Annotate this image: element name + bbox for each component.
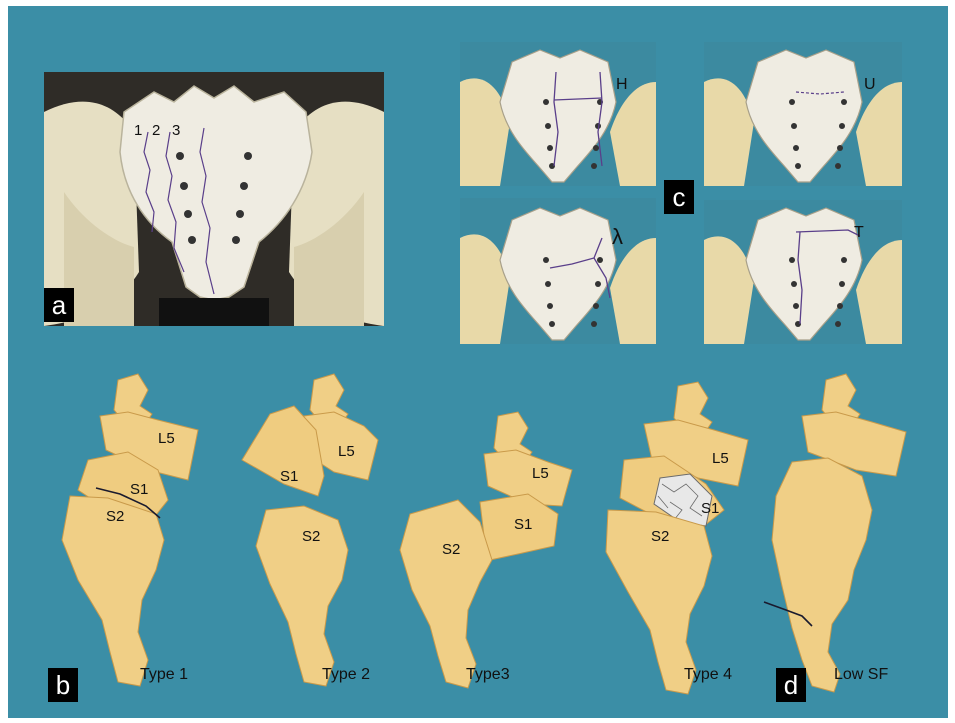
panel-c-photo-u: U <box>704 42 902 186</box>
panel-label-b: b <box>48 668 78 702</box>
sacrum-model-type-4 <box>594 380 754 700</box>
bone-label-s2-type1: S2 <box>106 508 124 525</box>
sacrum-model-type-1 <box>48 370 208 700</box>
pattern-letter-t: T <box>854 224 864 242</box>
zone-number-3: 3 <box>172 122 180 139</box>
bone-label-l5-type3: L5 <box>532 465 549 482</box>
bone-label-s1-type4: S1 <box>701 500 719 517</box>
bone-label-s1-type3: S1 <box>514 516 532 533</box>
type-label-1: Type 1 <box>140 666 188 684</box>
bone-label-s2-type3: S2 <box>442 541 460 558</box>
type-label-3: Type3 <box>466 666 510 684</box>
pattern-letter-u: U <box>864 76 876 94</box>
panel-label-c: c <box>664 180 694 214</box>
sacrum-photo-u-pattern <box>704 42 902 186</box>
sacrum-photo-zones <box>44 72 384 326</box>
panel-c-photo-h: H <box>460 42 656 186</box>
figure-background: 1 2 3 a H U <box>8 6 948 718</box>
panel-a-photo: 1 2 3 <box>44 72 384 326</box>
zone-number-2: 2 <box>152 122 160 139</box>
bone-label-s1-type2: S1 <box>280 468 298 485</box>
sacrum-model-low-sf <box>762 370 912 700</box>
sacrum-photo-t-pattern <box>704 200 902 344</box>
panel-label-d: d <box>776 668 806 702</box>
panel-c-photo-t: T <box>704 200 902 344</box>
sacrum-photo-h-pattern <box>460 42 656 186</box>
bone-label-s2-type2: S2 <box>302 528 320 545</box>
type-label-low-sf: Low SF <box>834 666 888 684</box>
bone-label-l5-type4: L5 <box>712 450 729 467</box>
type-label-2: Type 2 <box>322 666 370 684</box>
bone-label-l5-type1: L5 <box>158 430 175 447</box>
pattern-letter-lambda: λ <box>612 224 623 250</box>
bone-label-s1-type1: S1 <box>130 481 148 498</box>
bone-label-s2-type4: S2 <box>651 528 669 545</box>
bone-label-l5-type2: L5 <box>338 443 355 460</box>
zone-number-1: 1 <box>134 122 142 139</box>
pattern-letter-h: H <box>616 76 628 94</box>
panel-c-photo-lambda: λ <box>460 198 656 344</box>
panel-label-a: a <box>44 288 74 322</box>
sacrum-model-type-3 <box>388 410 578 700</box>
type-label-4: Type 4 <box>684 666 732 684</box>
sacrum-photo-lambda-pattern <box>460 198 656 344</box>
